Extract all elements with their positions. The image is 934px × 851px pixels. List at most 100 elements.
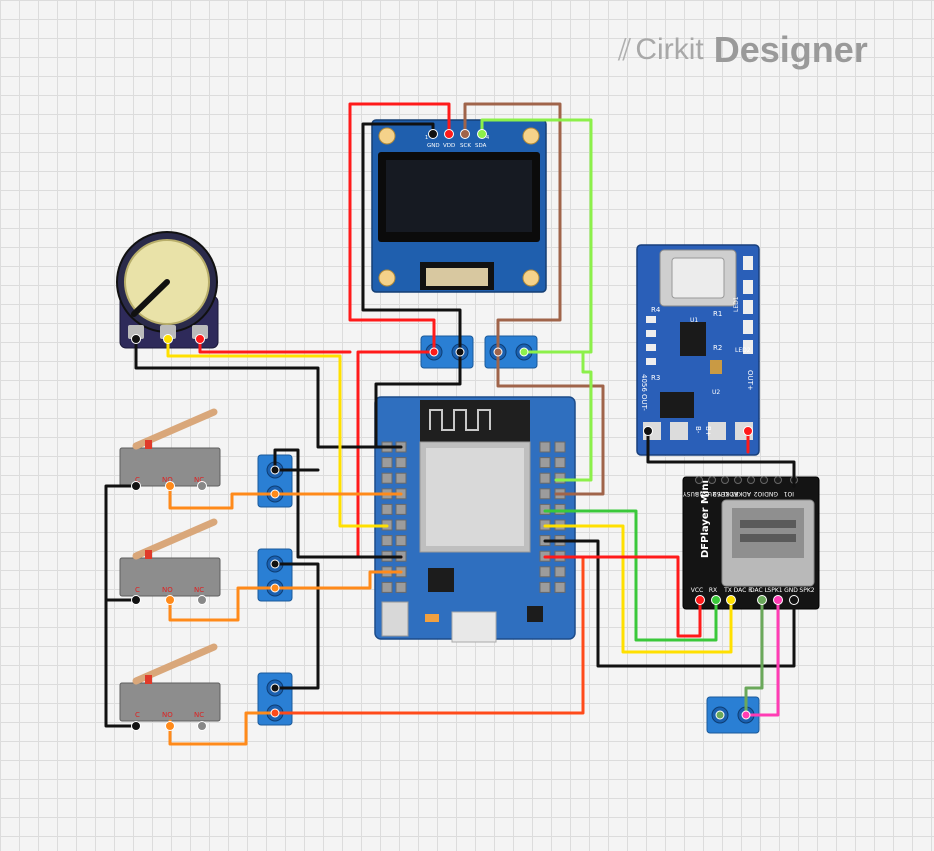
esp32-header-pin[interactable] bbox=[539, 472, 551, 484]
dfplayer-top-pin[interactable] bbox=[708, 476, 716, 484]
charger-silk-r3: R3 bbox=[651, 374, 660, 382]
wire-oled-vdd-red[interactable] bbox=[348, 102, 451, 354]
esp32-header-pin[interactable] bbox=[395, 457, 407, 469]
switch-3-pin-no-label: NO bbox=[162, 711, 173, 719]
esp32-header-pin[interactable] bbox=[539, 441, 551, 453]
dfplayer-top-pin[interactable] bbox=[774, 476, 782, 484]
charger-silk-led2: LED2 bbox=[735, 347, 751, 354]
dfplayer-top-pin[interactable] bbox=[721, 476, 729, 484]
micro-switch-1[interactable]: C NO NC bbox=[119, 408, 221, 487]
esp32-header-pin[interactable] bbox=[381, 472, 393, 484]
wire-sda-to-esp-lime[interactable] bbox=[522, 350, 593, 482]
wires bbox=[104, 102, 796, 746]
wire-esp-vcc-red[interactable] bbox=[543, 555, 702, 638]
wire-oled-gnd-black[interactable] bbox=[361, 122, 462, 354]
potentiometer[interactable] bbox=[116, 231, 219, 349]
switch-1-pin-c-label: C bbox=[135, 476, 140, 484]
esp32-header-pin[interactable] bbox=[539, 503, 551, 515]
wire-switch-3-no-orange[interactable] bbox=[168, 711, 277, 746]
esp32-header-pin[interactable] bbox=[381, 535, 393, 547]
wire-terminal-gnd-black[interactable] bbox=[374, 350, 462, 449]
charger-silk-out-minus: OUT- bbox=[640, 394, 648, 411]
dfplayer-bottom-pin-label: TX bbox=[723, 587, 732, 594]
esp32-header-pin[interactable] bbox=[554, 503, 566, 515]
wire-esp-gnd-black[interactable] bbox=[543, 539, 796, 668]
esp32-header-pin[interactable] bbox=[554, 566, 566, 578]
dfplayer-top-pin-label: USB + bbox=[706, 490, 725, 497]
charger-silk-out-plus: OUT+ bbox=[746, 370, 754, 391]
esp32-header-pin[interactable] bbox=[554, 441, 566, 453]
wire-esp-rx-green[interactable] bbox=[543, 509, 718, 642]
dfplayer-top-pin-label: IO1 bbox=[784, 490, 794, 497]
charger-silk-r2: R2 bbox=[713, 344, 722, 352]
dfplayer-top-pin[interactable] bbox=[747, 476, 755, 484]
micro-switch-2[interactable]: C NO NC bbox=[119, 518, 221, 597]
charger-silk-led1: LED1 bbox=[733, 296, 740, 312]
wire-switch-1-no-orange[interactable] bbox=[168, 484, 403, 510]
charger-silk-b-plus: B+ bbox=[704, 426, 712, 437]
esp32-header-pin[interactable] bbox=[554, 457, 566, 469]
wire-switches-common-black[interactable] bbox=[104, 484, 138, 728]
esp32-board[interactable] bbox=[374, 396, 576, 643]
wire-charger-out-black[interactable] bbox=[646, 429, 796, 488]
cirkit-logo-icon: ⫽ bbox=[618, 32, 632, 68]
oled-pin-sda-label: SDA bbox=[475, 143, 487, 149]
dfplayer-top-pin-label: ADKEY 2 bbox=[712, 490, 738, 497]
dfplayer-bottom-pin-label: SPK1 bbox=[767, 587, 782, 594]
charger-silk-u1: U1 bbox=[690, 317, 698, 324]
esp32-header-pin[interactable] bbox=[381, 503, 393, 515]
wire-switch-2-no-orange[interactable] bbox=[168, 570, 403, 622]
switch-1-pin-no-label: NO bbox=[162, 476, 173, 484]
wire-pot-wiper-yellow[interactable] bbox=[166, 337, 389, 528]
esp32-header-pin[interactable] bbox=[395, 535, 407, 547]
wire-esp-tx-yellow[interactable] bbox=[543, 524, 733, 654]
wire-oled-sck-brown[interactable] bbox=[463, 102, 605, 496]
dfplayer-title: DFPlayer Mini bbox=[700, 480, 711, 558]
dfplayer-top-pin-label: IO2 bbox=[754, 490, 764, 497]
esp32-header-pin[interactable] bbox=[381, 581, 393, 593]
cirkit-designer-logo: ⫽ Cirkit Designer bbox=[618, 28, 868, 72]
switch-2-pin-no-label: NO bbox=[162, 586, 173, 594]
tp4056-charger-board[interactable]: R4 R1 R2 R3 LED1 U1 U2 LED2 4056 OUT- OU… bbox=[636, 244, 760, 456]
wire-pot-vcc-red[interactable] bbox=[198, 337, 352, 354]
dfplayer-mini-module[interactable]: DFPlayer Mini bbox=[682, 476, 820, 610]
esp32-header-pin[interactable] bbox=[395, 472, 407, 484]
wire-pot-gnd-black[interactable] bbox=[134, 337, 403, 449]
oled-pin-number-1: 1 bbox=[425, 135, 428, 141]
dfplayer-top-pin[interactable] bbox=[734, 476, 742, 484]
esp32-header-pin[interactable] bbox=[539, 488, 551, 500]
dfplayer-top-pin-label: BUSY bbox=[683, 490, 699, 497]
wire-speaker-pink[interactable] bbox=[744, 598, 780, 717]
dfplayer-bottom-pin-label: RX bbox=[709, 587, 717, 594]
dfplayer-top-pin[interactable] bbox=[695, 476, 703, 484]
esp32-header-pin[interactable] bbox=[395, 581, 407, 593]
dfplayer-bottom-pin-label: GND bbox=[784, 587, 798, 594]
esp32-header-pin[interactable] bbox=[381, 457, 393, 469]
wire-speaker-olive[interactable] bbox=[744, 598, 764, 717]
oled-display[interactable]: 1 4 GND VDD SCK SDA bbox=[371, 119, 547, 293]
dfplayer-top-pin-label: GND bbox=[764, 490, 778, 497]
esp32-header-pin[interactable] bbox=[539, 566, 551, 578]
esp32-header-pin[interactable] bbox=[554, 472, 566, 484]
connection-dots bbox=[131, 129, 799, 731]
esp32-header-pin[interactable] bbox=[539, 581, 551, 593]
wire-switch-terminals-black[interactable] bbox=[273, 448, 403, 690]
brand-word-cirkit: Cirkit bbox=[635, 33, 704, 66]
switch-3-pin-nc-label: NC bbox=[194, 711, 204, 719]
charger-silk-r1: R1 bbox=[713, 310, 722, 318]
dfplayer-bottom-pin-label: VCC bbox=[691, 587, 703, 594]
charger-silk-4056: 4056 bbox=[640, 374, 648, 392]
switch-2-pin-nc-label: NC bbox=[194, 586, 204, 594]
micro-switch-3[interactable]: C NO NC bbox=[119, 643, 221, 722]
esp32-header-pin[interactable] bbox=[539, 457, 551, 469]
esp32-header-pin[interactable] bbox=[554, 581, 566, 593]
esp32-header-pin[interactable] bbox=[395, 519, 407, 531]
charger-silk-b-minus: B- bbox=[694, 426, 702, 434]
dfplayer-top-pin-label: USB - bbox=[696, 490, 712, 497]
dfplayer-top-pin[interactable] bbox=[760, 476, 768, 484]
screw-terminal-switch-2[interactable] bbox=[257, 548, 293, 602]
oled-pin-sck-label: SCK bbox=[460, 143, 471, 149]
switch-1-pin-nc-label: NC bbox=[194, 476, 204, 484]
oled-pin-number-4: 4 bbox=[486, 135, 489, 141]
esp32-header-pin[interactable] bbox=[395, 503, 407, 515]
